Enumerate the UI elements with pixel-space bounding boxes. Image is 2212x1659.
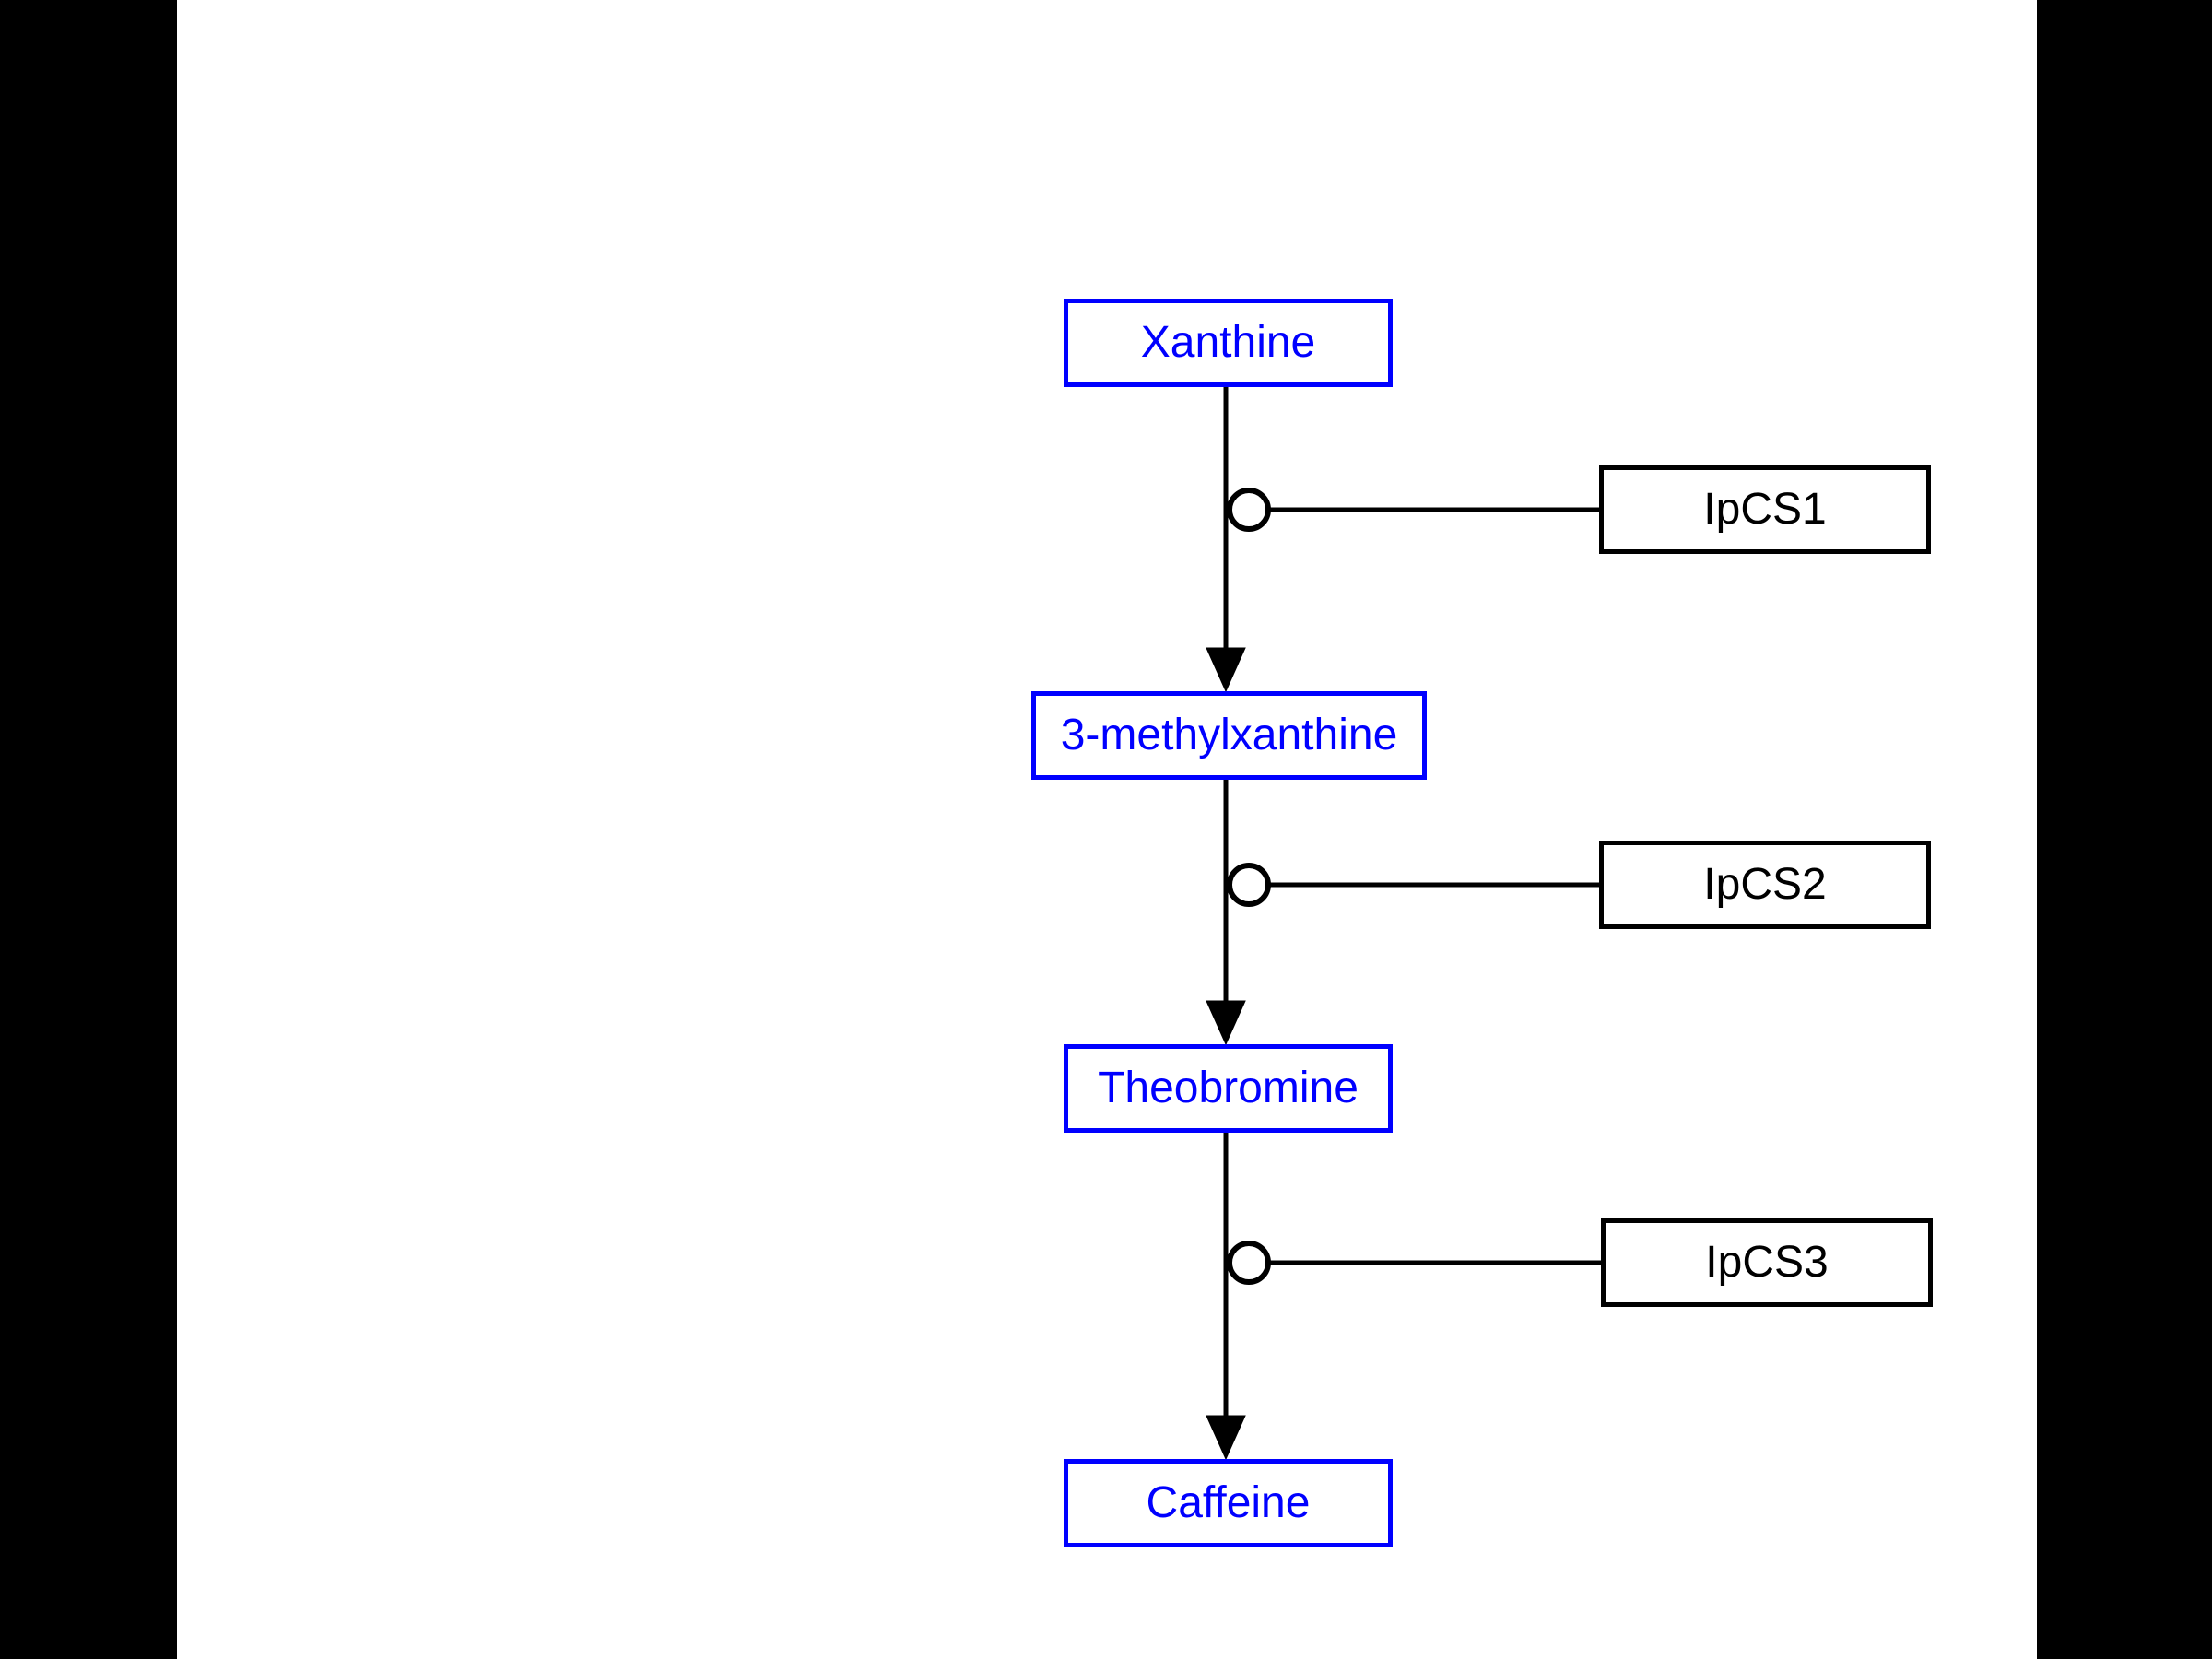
enzyme-box-ipcs2: IpCS2 — [1599, 841, 1931, 929]
arrowhead-to-methylxanthine — [1206, 647, 1246, 693]
metabolite-box-caffeine: Caffeine — [1064, 1459, 1393, 1547]
metabolite-box-3-methylxanthine: 3-methylxanthine — [1031, 691, 1427, 780]
enzyme-box-ipcs1: IpCS1 — [1599, 465, 1931, 554]
arrowhead-to-theobromine — [1206, 1000, 1246, 1046]
arrowhead-to-caffeine — [1206, 1415, 1246, 1461]
left-letterbox-bar — [0, 0, 177, 1659]
junction-circle-ipcs2 — [1227, 863, 1271, 907]
metabolite-box-theobromine: Theobromine — [1064, 1044, 1393, 1133]
junction-circle-ipcs3 — [1227, 1241, 1271, 1285]
right-letterbox-bar — [2037, 0, 2212, 1659]
metabolite-box-xanthine: Xanthine — [1064, 299, 1393, 387]
junction-circle-ipcs1 — [1227, 488, 1271, 532]
enzyme-box-ipcs3: IpCS3 — [1601, 1218, 1933, 1307]
